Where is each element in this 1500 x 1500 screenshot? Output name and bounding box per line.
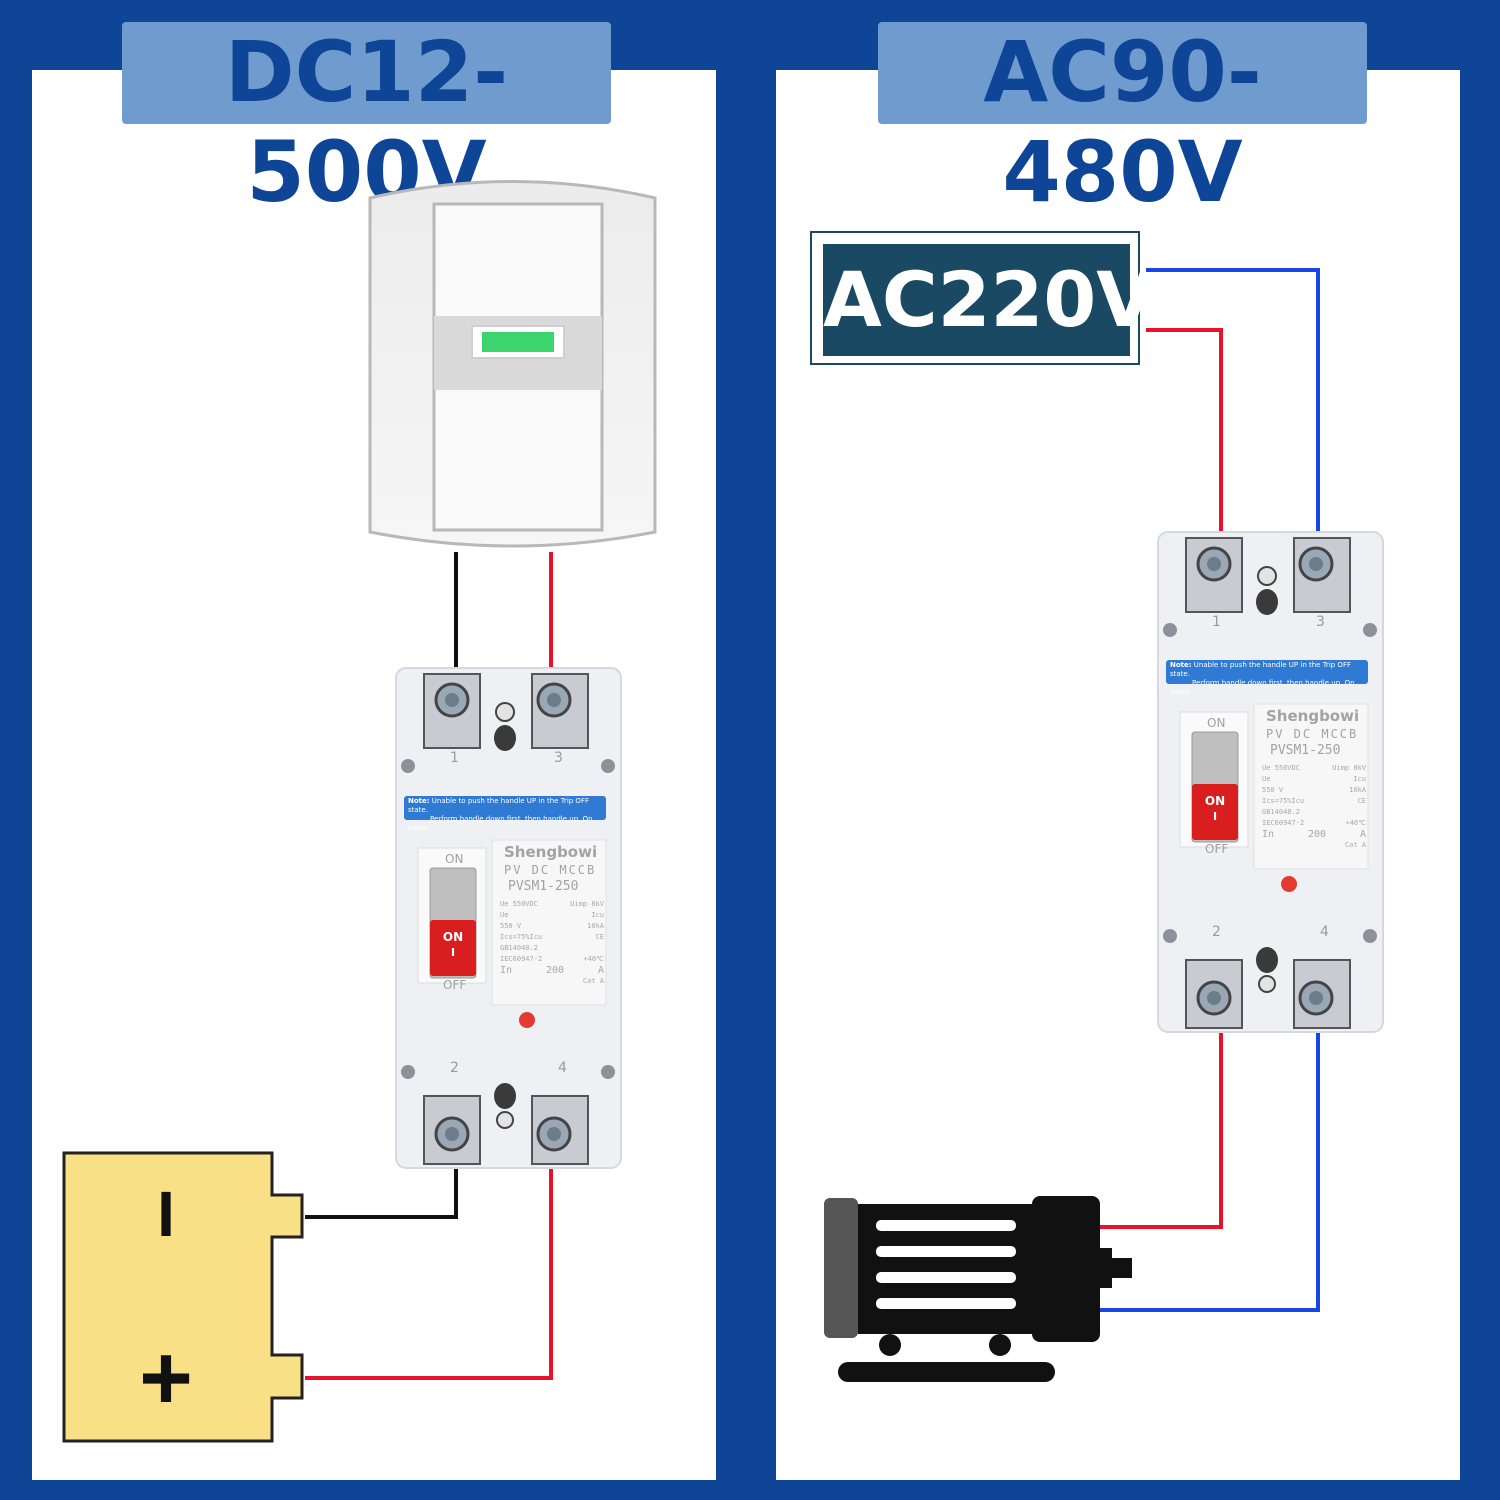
spec-ce: CE xyxy=(1357,797,1366,805)
note-line2: Perform handle down first, then handle u… xyxy=(1170,679,1355,696)
spec-iec: IEC60947-2 xyxy=(1262,819,1305,827)
spec-gb: GB14048.2 xyxy=(500,944,538,952)
battery-negative-symbol: I xyxy=(157,1178,175,1250)
spec-ics: Ics=75%Icu xyxy=(1262,797,1305,805)
motor-icon xyxy=(824,1196,1132,1382)
spec-550v: 550 V xyxy=(500,922,522,930)
on-label: ON xyxy=(1207,716,1226,730)
spec-ue: Ue 550VDC xyxy=(500,900,538,908)
spec-ce: CE xyxy=(595,933,604,941)
right-blue-wire-top xyxy=(1146,268,1320,532)
left-breaker-text: 1 3 Note: Unable to push the handle UP i… xyxy=(396,668,621,1168)
left-red-wire-bottom xyxy=(305,1166,553,1380)
terminal-3-label: 3 xyxy=(1316,614,1325,630)
brand-label: Shengbowi xyxy=(1266,707,1360,725)
spec-gb: GB14048.2 xyxy=(1262,808,1300,816)
type-label: PV DC MCCB xyxy=(1266,727,1359,741)
note-line1: Unable to push the handle UP in the Trip… xyxy=(408,797,589,814)
handle-mark: I xyxy=(1212,810,1218,823)
off-label: OFF xyxy=(1205,842,1229,856)
brand-label: Shengbowi xyxy=(504,843,598,861)
spec-icu: Icu xyxy=(1353,775,1366,783)
spec-temp: +40℃ xyxy=(1345,819,1366,827)
terminal-3-label: 3 xyxy=(554,750,563,766)
battery-icon xyxy=(62,1151,304,1443)
right-title: AC90-480V xyxy=(878,22,1367,221)
spec-200: 200 xyxy=(1307,829,1327,840)
battery-positive-symbol: + xyxy=(139,1327,193,1429)
note-line2: Perform handle down first, then handle u… xyxy=(408,815,593,832)
terminal-4-label: 4 xyxy=(1320,924,1329,940)
right-red-wire-bottom xyxy=(1100,1032,1223,1229)
spec-icu: Icu xyxy=(591,911,604,919)
note-line1: Unable to push the handle UP in the Trip… xyxy=(1170,661,1351,678)
off-label: OFF xyxy=(443,978,467,992)
terminal-1-label: 1 xyxy=(1212,614,1221,630)
left-title: DC12-500V xyxy=(122,22,611,221)
spec-10ka: 10kA xyxy=(587,922,604,930)
spec-uimp: Uimp 8kV xyxy=(1332,764,1366,772)
spec-a: A xyxy=(1359,829,1366,840)
type-label: PV DC MCCB xyxy=(504,863,597,877)
handle-on-text: ON xyxy=(442,930,464,944)
note-prefix: Note: xyxy=(408,797,430,805)
handle-on-text: ON xyxy=(1204,794,1226,808)
handle-mark: I xyxy=(450,946,456,959)
terminal-2-label: 2 xyxy=(1212,924,1221,940)
inverter-icon xyxy=(368,180,657,548)
spec-cat: Cat A xyxy=(582,977,604,985)
model-label: PVSM1-250 xyxy=(508,879,579,894)
right-breaker-text: 1 3 Note: Unable to push the handle UP i… xyxy=(1158,532,1383,1032)
terminal-1-label: 1 xyxy=(450,750,459,766)
spec-iec: IEC60947-2 xyxy=(500,955,543,963)
note-prefix: Note: xyxy=(1170,661,1192,669)
spec-a: A xyxy=(597,965,604,976)
ac-source-label: AC220V xyxy=(823,244,1155,356)
model-label: PVSM1-250 xyxy=(1270,743,1341,758)
spec-ue2: Ue xyxy=(500,911,509,919)
on-label: ON xyxy=(445,852,464,866)
spec-temp: +40℃ xyxy=(583,955,604,963)
spec-550v: 550 V xyxy=(1262,786,1284,794)
spec-ue: Ue 550VDC xyxy=(1262,764,1300,772)
spec-200: 200 xyxy=(545,965,565,976)
terminal-2-label: 2 xyxy=(450,1060,459,1076)
spec-in: In xyxy=(500,965,513,976)
right-red-wire-top xyxy=(1146,328,1223,532)
spec-ics: Ics=75%Icu xyxy=(500,933,543,941)
left-black-wire-bottom xyxy=(305,1166,458,1219)
spec-cat: Cat A xyxy=(1344,841,1366,849)
spec-uimp: Uimp 8kV xyxy=(570,900,604,908)
spec-ue2: Ue xyxy=(1262,775,1271,783)
spec-in: In xyxy=(1262,829,1275,840)
spec-10ka: 10kA xyxy=(1349,786,1366,794)
terminal-4-label: 4 xyxy=(558,1060,567,1076)
right-blue-wire-bottom xyxy=(1100,1032,1320,1312)
